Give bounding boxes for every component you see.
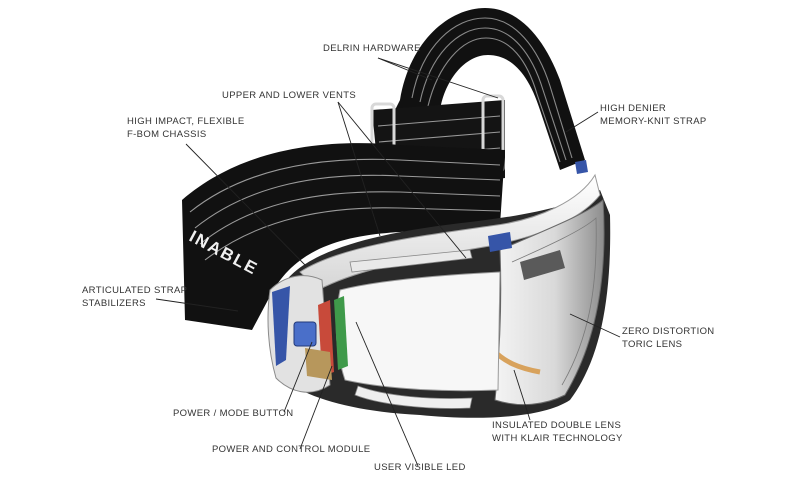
callout-user-visible-led: USER VISIBLE LED xyxy=(374,462,466,473)
callout-upper-lower-vents: UPPER AND LOWER VENTS xyxy=(222,90,357,101)
callout-power-control-module: POWER AND CONTROL MODULE xyxy=(212,444,371,455)
callout-delrin-hardware: DELRIN HARDWARE xyxy=(323,43,421,54)
callout-insulated-double-lens: INSULATED DOUBLE LENS WITH KLAIR TECHNOL… xyxy=(492,420,623,444)
lens-assembly xyxy=(335,198,605,405)
callout-power-mode-button: POWER / MODE BUTTON xyxy=(173,408,294,419)
side-module xyxy=(267,160,588,393)
callout-articulated-strap-stabilizers: ARTICULATED STRAP STABILIZERS xyxy=(82,285,188,309)
front-strap: INABLE xyxy=(182,143,505,330)
callout-high-impact-chassis: HIGH IMPACT, FLEXIBLE F-BOM CHASSIS xyxy=(127,116,245,140)
callout-zero-distortion-lens: ZERO DISTORTION TORIC LENS xyxy=(622,326,715,350)
power-button-shape xyxy=(293,321,317,347)
back-strap xyxy=(390,8,585,170)
leader-lines xyxy=(155,57,621,467)
callout-high-denier-strap: HIGH DENIER MEMORY-KNIT STRAP xyxy=(600,103,707,127)
